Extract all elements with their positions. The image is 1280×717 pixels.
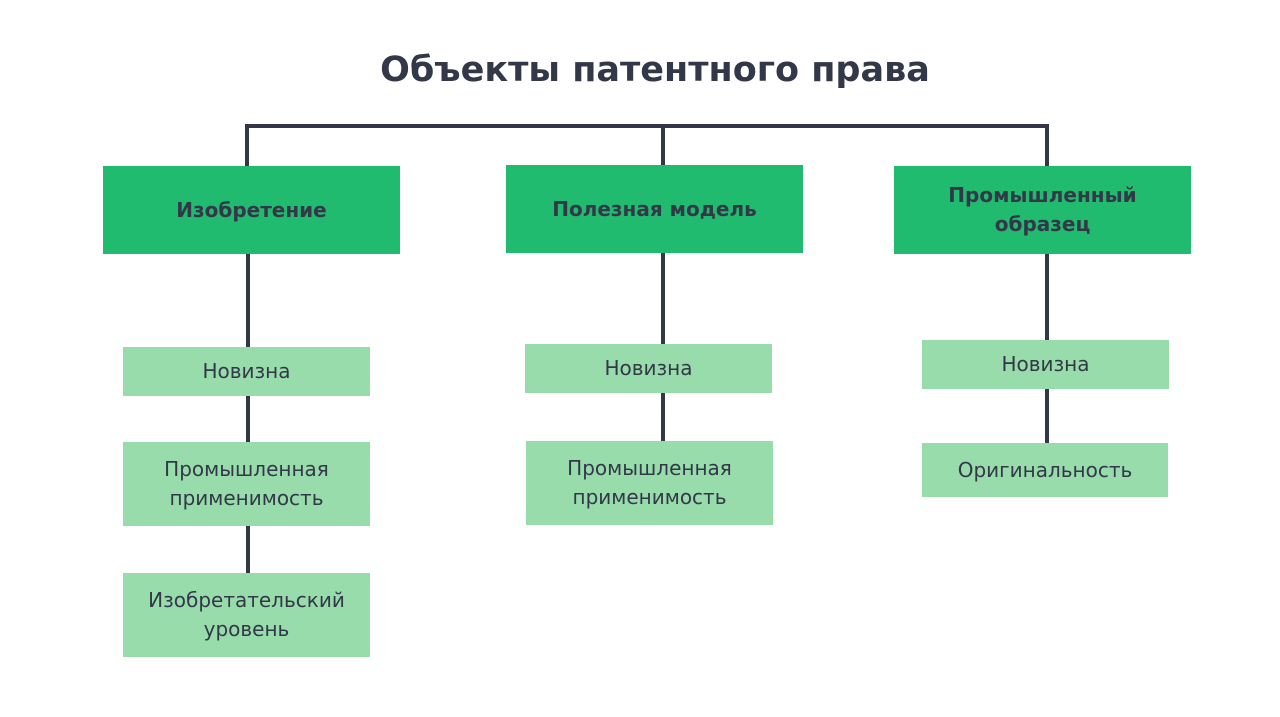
node-industrial-design: Промышленный образец bbox=[894, 166, 1191, 254]
criterion-industrial-applicability: Промышленная применимость bbox=[123, 442, 370, 526]
diagram-title: Объекты патентного права bbox=[380, 50, 930, 90]
connector-line bbox=[245, 124, 249, 166]
node-invention: Изобретение bbox=[103, 166, 400, 254]
criterion-inventive-step: Изобретательский уровень bbox=[123, 573, 370, 657]
connector-line bbox=[246, 254, 250, 347]
criterion-novelty: Новизна bbox=[123, 347, 370, 396]
criterion-novelty: Новизна bbox=[525, 344, 772, 393]
connector-line bbox=[1045, 254, 1049, 340]
criterion-industrial-applicability: Промышленная применимость bbox=[526, 441, 773, 525]
criterion-originality: Оригинальность bbox=[922, 443, 1168, 497]
connector-line bbox=[661, 124, 665, 165]
criterion-label: Промышленная применимость bbox=[164, 457, 329, 510]
node-label: Промышленный образец bbox=[948, 183, 1137, 236]
node-utility-model: Полезная модель bbox=[506, 165, 803, 253]
connector-line bbox=[1045, 124, 1049, 166]
criterion-novelty: Новизна bbox=[922, 340, 1169, 389]
connector-line bbox=[246, 526, 250, 573]
criterion-label: Промышленная применимость bbox=[567, 456, 732, 509]
connector-line bbox=[661, 253, 665, 344]
connector-line bbox=[1045, 389, 1049, 443]
connector-line bbox=[661, 393, 665, 441]
connector-line bbox=[246, 124, 1049, 128]
criterion-label: Изобретательский уровень bbox=[148, 588, 345, 641]
connector-line bbox=[246, 396, 250, 442]
